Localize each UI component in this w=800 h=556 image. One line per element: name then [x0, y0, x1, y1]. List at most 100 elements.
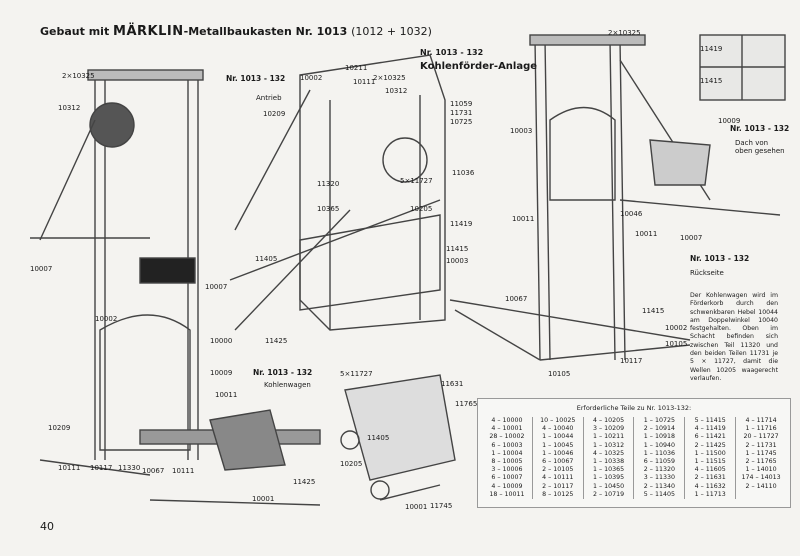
parts-entry: 6 – 10003 [491, 441, 523, 449]
view-antrieb-number: Nr. 1013 - 132 [226, 74, 286, 83]
part-callout: 11330 [118, 464, 141, 472]
part-callout: 11425 [265, 337, 288, 345]
parts-entry: 5 – 11415 [694, 417, 726, 424]
part-callout: 5×11727 [400, 177, 433, 185]
view-roof-label: Dach von oben gesehen [735, 139, 785, 155]
part-callout: 10003 [446, 257, 469, 265]
parts-entry: 2 – 11425 [694, 441, 726, 449]
part-callout: 2×10325 [373, 74, 406, 82]
part-callout: 10002 [300, 74, 323, 82]
parts-entry: 1 – 10044 [542, 433, 574, 441]
parts-entry: 5 – 11405 [643, 490, 675, 498]
part-callout: 10117 [90, 464, 113, 472]
part-callout: 11405 [367, 434, 390, 442]
part-callout: 11320 [317, 180, 340, 188]
parts-entry: 1 – 10450 [592, 482, 625, 490]
part-callout: 11036 [452, 169, 475, 177]
part-callout: 10067 [142, 467, 165, 475]
part-callout: 10011 [512, 215, 535, 223]
parts-entry: 1 – 10365 [592, 466, 625, 474]
part-callout: 11425 [293, 478, 316, 486]
parts-table: Erforderliche Teile zu Nr. 1013-132: 4 –… [477, 398, 791, 508]
part-callout: 10011 [635, 230, 658, 238]
parts-table-caption: Erforderliche Teile zu Nr. 1013-132: [576, 404, 692, 412]
assembly-note: Der Kohlenwagen wird im Förderkorb durch… [690, 292, 778, 382]
part-callout: 10205 [410, 205, 433, 213]
parts-entry: 1 – 11745 [745, 449, 777, 457]
parts-entry: 6 – 10067 [542, 458, 574, 466]
title-kits: (1012 + 1032) [351, 25, 432, 38]
parts-entry: 8 – 10125 [542, 490, 574, 498]
parts-entry: 1 – 11713 [694, 490, 726, 498]
part-callout: 10211 [345, 64, 368, 72]
part-callout: 10002 [665, 324, 688, 332]
parts-entry: 1 – 10004 [491, 449, 523, 457]
part-callout: 10105 [665, 340, 688, 348]
title-prefix: Gebaut mit [40, 25, 114, 38]
parts-entry: 2 – 11765 [745, 458, 777, 466]
brand-logo: MÄRKLIN [113, 24, 184, 39]
parts-entry: 2 – 11731 [745, 441, 777, 449]
parts-entry: 174 – 14013 [741, 474, 781, 482]
page-title: Gebaut mit MÄRKLIN-Metallbaukasten Nr. 1… [40, 24, 432, 39]
parts-entry: 4 – 10111 [542, 474, 574, 482]
part-callout: 10725 [450, 118, 473, 126]
part-callout: 10117 [620, 357, 643, 365]
view-back-number: Nr. 1013 - 132 [690, 254, 750, 263]
part-callout: 10365 [317, 205, 340, 213]
part-callout: 11631 [441, 380, 464, 388]
parts-entry: 4 – 10205 [592, 417, 625, 424]
parts-entry: 2 – 11631 [694, 474, 726, 482]
part-callout: 11419 [450, 220, 473, 228]
part-callout: 10111 [353, 78, 376, 86]
view-wagon-number: Nr. 1013 - 132 [253, 368, 313, 377]
part-callout: 10046 [620, 210, 643, 218]
part-callout: 10111 [58, 464, 81, 472]
model-number: Nr. 1013 - 132 [420, 48, 484, 57]
parts-entry: 1 – 11036 [643, 449, 675, 457]
parts-entry: 6 – 10007 [491, 474, 523, 482]
part-callout: 10009 [210, 369, 233, 377]
part-callout: 10111 [172, 467, 195, 475]
parts-entry: 1 – 10918 [643, 433, 675, 441]
part-callout: 10209 [48, 424, 71, 432]
part-callout: 10312 [58, 104, 81, 112]
view-back-label: Rückseite [690, 269, 724, 277]
part-callout: 11765 [455, 400, 478, 408]
parts-entry: 1 – 10338 [592, 458, 625, 466]
part-callout: 10007 [30, 265, 53, 273]
parts-entry: 2 – 10719 [592, 490, 625, 498]
parts-entry: 1 – 10211 [592, 433, 625, 441]
parts-entry: 4 – 11714 [745, 417, 777, 424]
parts-entry: 6 – 11059 [643, 458, 675, 466]
parts-entry: 3 – 11330 [643, 474, 675, 482]
parts-entry: 4 – 11419 [694, 425, 726, 433]
view-roof-number: Nr. 1013 - 132 [730, 124, 790, 133]
model-name: Kohlenförder-Anlage [420, 61, 538, 72]
parts-entry: 1 – 14010 [745, 466, 777, 474]
parts-entry: 6 – 11421 [694, 433, 726, 441]
part-callout: 10009 [718, 117, 741, 125]
parts-entry: 4 – 10001 [491, 425, 523, 433]
parts-entry: 8 – 10005 [491, 458, 523, 466]
part-callout: 10205 [340, 460, 363, 468]
part-callout: 10011 [215, 391, 238, 399]
parts-entry: 1 – 10312 [592, 441, 625, 449]
part-callout: 2×10325 [62, 72, 95, 80]
part-callout: 11745 [430, 502, 453, 510]
parts-entry: 28 – 10002 [489, 433, 525, 441]
parts-entry: 3 – 10209 [592, 425, 625, 433]
title-suffix: -Metallbaukasten Nr. 1013 [183, 25, 352, 38]
parts-entry: 18 – 10011 [489, 490, 525, 498]
part-callout: 10003 [510, 127, 533, 135]
part-callout: 11415 [446, 245, 469, 253]
part-callout: 10312 [385, 87, 408, 95]
parts-entry: 1 – 11515 [694, 458, 726, 466]
parts-entry: 2 – 10117 [542, 482, 574, 490]
